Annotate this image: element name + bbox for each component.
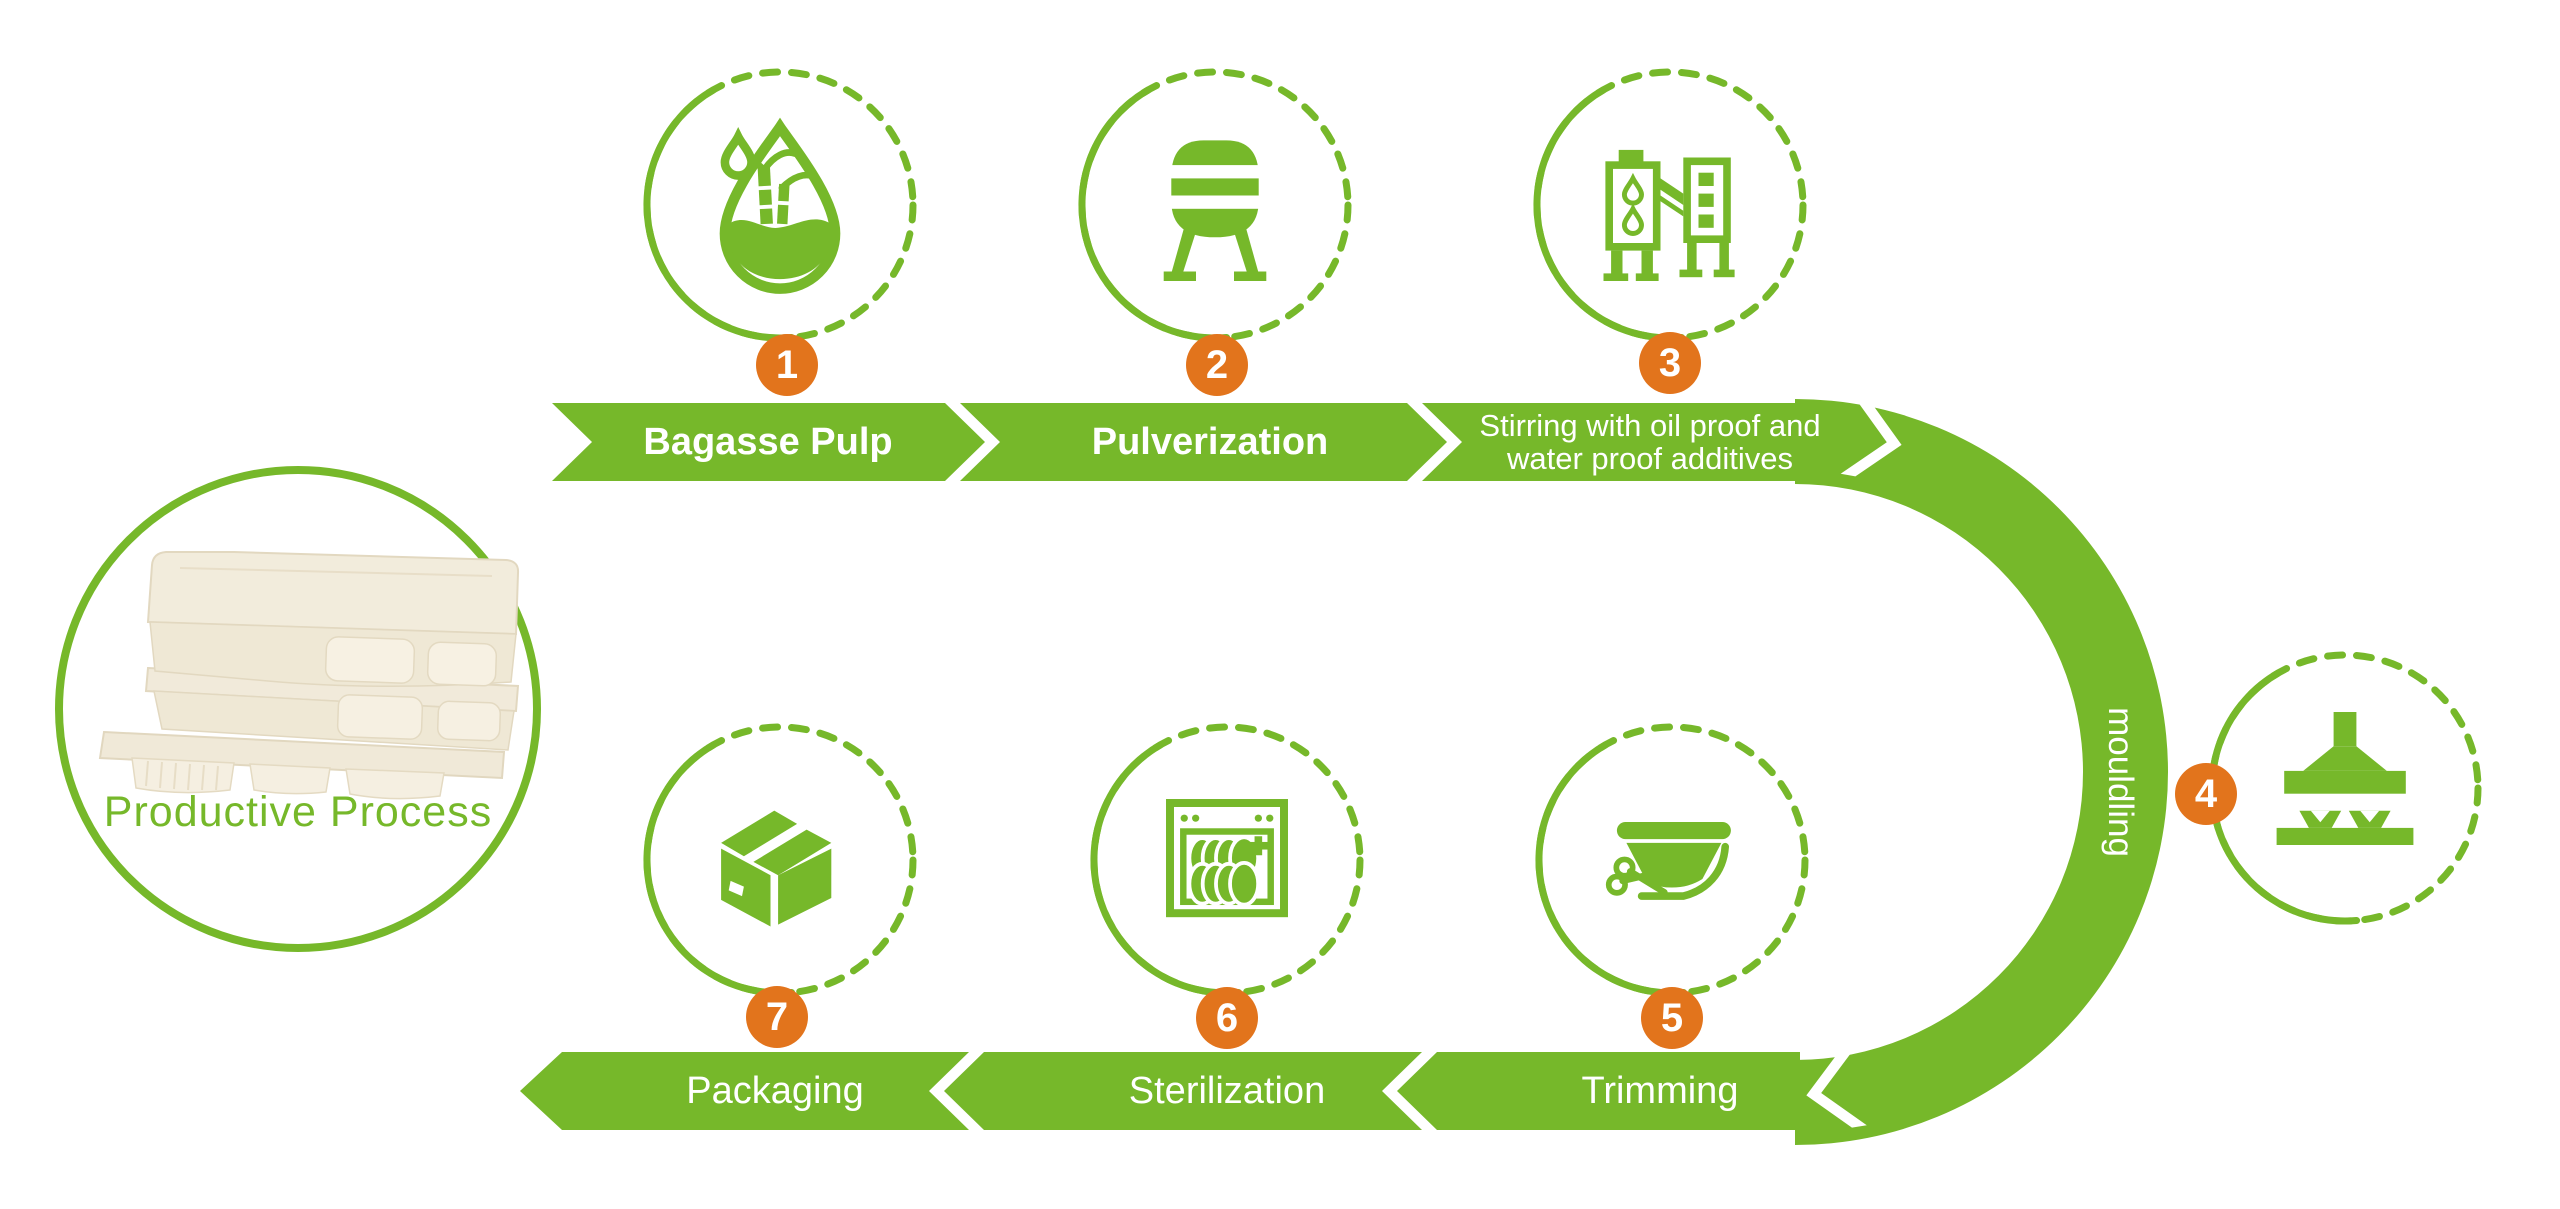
- packaging-box-icon: [721, 810, 832, 927]
- step-badge-2: 2: [1186, 334, 1248, 396]
- chevron-separator-icon: [1407, 403, 1462, 481]
- sterilization-oven-icon: [1166, 799, 1288, 918]
- step-number: 1: [775, 342, 799, 387]
- step-number: 3: [1658, 340, 1682, 385]
- moulding-press-icon: [2276, 712, 2414, 845]
- page-title: Productive Process: [103, 788, 493, 836]
- step-number: 4: [2194, 771, 2218, 816]
- step-number: 6: [1215, 995, 1239, 1040]
- chevron-separator-icon: [929, 1052, 984, 1130]
- bagasse-pulp-drop-icon: [719, 117, 841, 294]
- step-number: 2: [1205, 342, 1229, 387]
- step-badge-7: 7: [746, 986, 808, 1048]
- chevron-separator-icon: [1382, 1052, 1437, 1130]
- step-badge-1: 1: [756, 334, 818, 396]
- moulding-curve: [1795, 399, 2168, 1145]
- step-number: 5: [1660, 995, 1684, 1040]
- pulverization-mixer-icon: [1163, 140, 1267, 281]
- chevron-separator-icon: [1806, 1048, 1867, 1128]
- bottom-banner: [520, 1052, 1800, 1130]
- chevron-separator-icon: [1840, 396, 1902, 477]
- product-photo: [98, 551, 520, 800]
- chevron-separator-icon: [945, 403, 1000, 481]
- step-badge-3: 3: [1639, 332, 1701, 394]
- stirring-machine-icon: [1603, 149, 1735, 281]
- step-number: 7: [765, 994, 789, 1039]
- banner-start-notch: [552, 403, 592, 481]
- product-circle-ring: [55, 466, 541, 952]
- step-badge-4: 4: [2175, 763, 2237, 825]
- trimming-scissors-bowl-icon: [1605, 822, 1731, 900]
- top-banner: [552, 403, 1800, 481]
- step-badge-5: 5: [1641, 987, 1703, 1049]
- step-badge-6: 6: [1196, 987, 1258, 1049]
- step-label-moulding: mouldling: [2101, 707, 2140, 857]
